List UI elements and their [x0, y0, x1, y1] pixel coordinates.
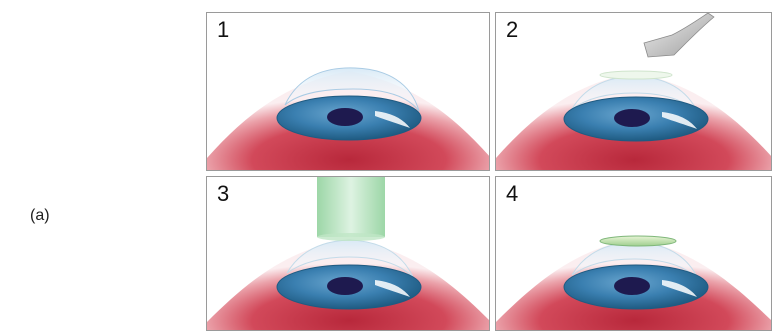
- surgical-instrument: [644, 13, 714, 57]
- step-panel-1: 1: [206, 12, 490, 171]
- pupil: [327, 108, 363, 126]
- figure-label: (a): [30, 207, 50, 225]
- step-number: 2: [506, 17, 518, 43]
- eye-illustration: [207, 177, 490, 331]
- pupil: [614, 277, 650, 295]
- laser-beam: [317, 177, 385, 237]
- step-number: 1: [217, 17, 229, 43]
- step-panel-3: 3: [206, 176, 490, 331]
- eye-illustration: [496, 13, 772, 171]
- step-number: 4: [506, 181, 518, 207]
- step-panel-2: 2: [495, 12, 772, 171]
- step-number: 3: [217, 181, 229, 207]
- laser-spot: [317, 233, 385, 241]
- pupil: [614, 109, 650, 127]
- corneal-flap: [600, 236, 676, 246]
- corneal-flap: [600, 71, 672, 79]
- eye-illustration: [207, 13, 490, 171]
- eye-illustration: [496, 177, 772, 331]
- pupil: [327, 277, 363, 295]
- step-panel-4: 4: [495, 176, 772, 331]
